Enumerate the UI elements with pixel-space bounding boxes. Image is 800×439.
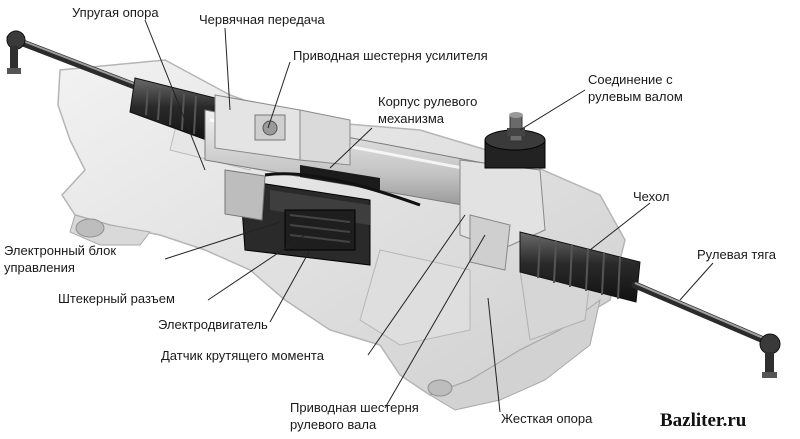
- label-elastic-support: Упругая опора: [72, 5, 159, 20]
- label-ecu-line2: управления: [4, 260, 75, 275]
- watermark-logo: Bazliter.ru: [660, 410, 747, 431]
- label-plug-connector: Штекерный разъем: [58, 291, 175, 306]
- leader-lines: [144, 19, 714, 413]
- label-booster-drive-pinion: Приводная шестерня усилителя: [293, 48, 488, 63]
- right-boot: [519, 231, 641, 303]
- label-ecu-line1: Электронный блок: [4, 243, 117, 258]
- right-tie-rod: [631, 281, 781, 378]
- left-tie-rod: [6, 30, 144, 92]
- pinion-housing: [459, 112, 546, 271]
- label-steering-shaft-pinion-line1: Приводная шестерня: [290, 400, 419, 415]
- label-tie-rod: Рулевая тяга: [697, 247, 777, 262]
- worm-gear-block: [214, 94, 351, 166]
- label-worm-gear: Червячная передача: [199, 12, 325, 27]
- label-torque-sensor: Датчик крутящего момента: [161, 348, 324, 363]
- label-steering-shaft-connection-line1: Соединение с: [588, 72, 673, 87]
- label-steering-shaft-connection-line2: рулевым валом: [588, 89, 683, 104]
- label-steering-shaft-pinion-line2: рулевого вала: [290, 417, 377, 432]
- label-steering-housing-line1: Корпус рулевого: [378, 94, 478, 109]
- label-rigid-support: Жесткая опора: [501, 411, 593, 426]
- label-boot: Чехол: [633, 189, 670, 204]
- label-steering-housing-line2: механизма: [378, 111, 445, 126]
- electric-motor-ecu: [224, 165, 421, 266]
- label-electric-motor: Электродвигатель: [158, 317, 268, 332]
